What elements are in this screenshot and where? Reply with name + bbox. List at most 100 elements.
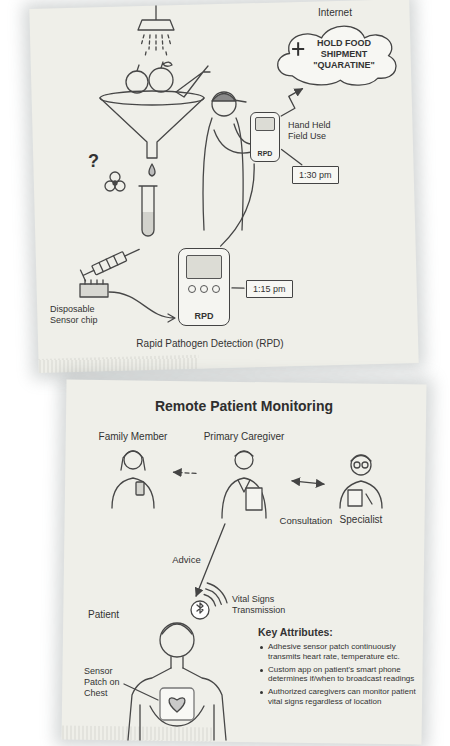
- test-tube: [139, 186, 157, 236]
- produce: [149, 68, 173, 92]
- device-key: [200, 285, 208, 293]
- field-user: [212, 92, 236, 116]
- family-member-figure: [136, 482, 144, 495]
- key-attributes: Key Attributes: Adhesive sensor patch con…: [258, 626, 416, 710]
- biohazard-symbol: [105, 172, 125, 191]
- person-figure: Family Member: [95, 430, 172, 510]
- attributes-heading: Key Attributes:: [258, 626, 416, 639]
- rpd-device: RPD: [178, 248, 230, 326]
- sketch-lines: [80, 6, 382, 740]
- specialist-figure: [351, 455, 371, 475]
- specialist-figure: [362, 462, 368, 468]
- person-figure: Primary Caregiver: [198, 430, 290, 522]
- napkin-edge: [62, 725, 213, 741]
- annotation-label: Disposable Sensor chip: [50, 304, 112, 326]
- bullet-dot: [260, 646, 263, 649]
- cloud-heading: Internet: [268, 6, 402, 19]
- time-box: 1:15 pm: [246, 280, 293, 298]
- field-user: [214, 124, 252, 153]
- time-box: 1:30 pm: [292, 166, 339, 184]
- person-figure: Specialist: [326, 446, 396, 530]
- figure-label: Primary Caregiver: [204, 430, 285, 443]
- produce: [137, 62, 172, 71]
- syringe: [80, 244, 141, 281]
- specialist-figure: [354, 462, 360, 468]
- connector: [221, 164, 255, 246]
- patient-figure: [160, 623, 194, 657]
- specialist-figure: [348, 490, 362, 506]
- caregiver-figure: [235, 451, 253, 469]
- device-label: RPD: [258, 150, 273, 158]
- device-key: [188, 285, 196, 293]
- syringe: [92, 252, 127, 275]
- field-user: [203, 92, 252, 230]
- bullet-dot: [260, 669, 263, 672]
- field-user: [234, 100, 246, 102]
- caregiver-figure: [222, 451, 266, 518]
- bullet-row: Adhesive sensor patch continuously trans…: [258, 642, 416, 662]
- specialist-figure: [351, 456, 371, 462]
- patient-figure: [171, 657, 183, 668]
- bluetooth-transmitter: [191, 583, 227, 619]
- field-user: [212, 94, 236, 102]
- connector: [174, 472, 197, 473]
- bluetooth-transmitter: [191, 601, 209, 619]
- annotation-label: Rapid Pathogen Detection (RPD): [100, 338, 320, 350]
- sensor-chip: [80, 284, 108, 297]
- sensor-chip: [80, 280, 108, 297]
- bluetooth-transmitter: [204, 583, 227, 606]
- family-member-figure: [112, 478, 154, 508]
- diagram-title: Remote Patient Monitoring: [66, 398, 422, 415]
- biohazard-symbol: [113, 181, 117, 185]
- bullet-row: Authorized caregivers can monitor patien…: [258, 687, 416, 707]
- annotation-label: Sensor Patch on Chest: [84, 666, 126, 699]
- test-tube: [142, 212, 154, 236]
- funnel: [100, 91, 204, 158]
- napkin-edge: [38, 355, 198, 373]
- bullet-text: Authorized caregivers can monitor patien…: [268, 687, 416, 707]
- field-user: [203, 118, 243, 230]
- specialist-figure: [366, 494, 372, 504]
- shower-head: [138, 6, 174, 30]
- shower-head: [138, 6, 174, 57]
- cloud-body: HOLD FOOD SHIPMENT "QUARATINE": [268, 20, 402, 87]
- cloud-node: InternetHOLD FOOD SHIPMENT "QUARATINE": [268, 6, 402, 87]
- specialist-figure: [340, 455, 382, 508]
- chip-arrow: [109, 292, 175, 322]
- figure-label: Specialist: [340, 513, 383, 526]
- box-text: 1:15 pm: [253, 283, 286, 295]
- device-screen: [186, 255, 222, 279]
- caregiver-figure: [246, 488, 262, 510]
- patient-figure: [128, 623, 226, 740]
- device-key: [212, 285, 220, 293]
- syringe: [80, 244, 141, 281]
- cloud-text: HOLD FOOD SHIPMENT "QUARATINE": [304, 38, 384, 71]
- patient-figure: [160, 688, 194, 720]
- connector: [292, 481, 324, 484]
- patient-figure: [128, 668, 226, 740]
- handheld-device: RPD: [250, 112, 280, 162]
- family-member-figure: [121, 451, 145, 470]
- funnel: [100, 91, 204, 105]
- box-text: 1:30 pm: [299, 169, 332, 181]
- connector: [281, 89, 302, 116]
- bullet-text: Adhesive sensor patch continuously trans…: [268, 642, 416, 662]
- connector: [232, 287, 244, 289]
- caregiver-figure: [235, 452, 253, 457]
- produce: [126, 71, 148, 93]
- device-screen: [255, 117, 275, 131]
- annotation-label: ?: [88, 150, 104, 172]
- device-label: RPD: [194, 311, 213, 321]
- annotation-label: Vital Signs Transmission: [232, 594, 294, 616]
- device-keys: [186, 285, 222, 293]
- edge-label: Advice: [170, 554, 203, 566]
- annotation-label: Hand Held Field Use: [288, 120, 344, 142]
- plus-symbol: [292, 42, 304, 55]
- caregiver-figure: [222, 478, 266, 518]
- bluetooth-transmitter: [197, 603, 203, 613]
- test-tube: [139, 186, 157, 236]
- leader-line: [124, 684, 158, 700]
- funnel: [100, 98, 204, 158]
